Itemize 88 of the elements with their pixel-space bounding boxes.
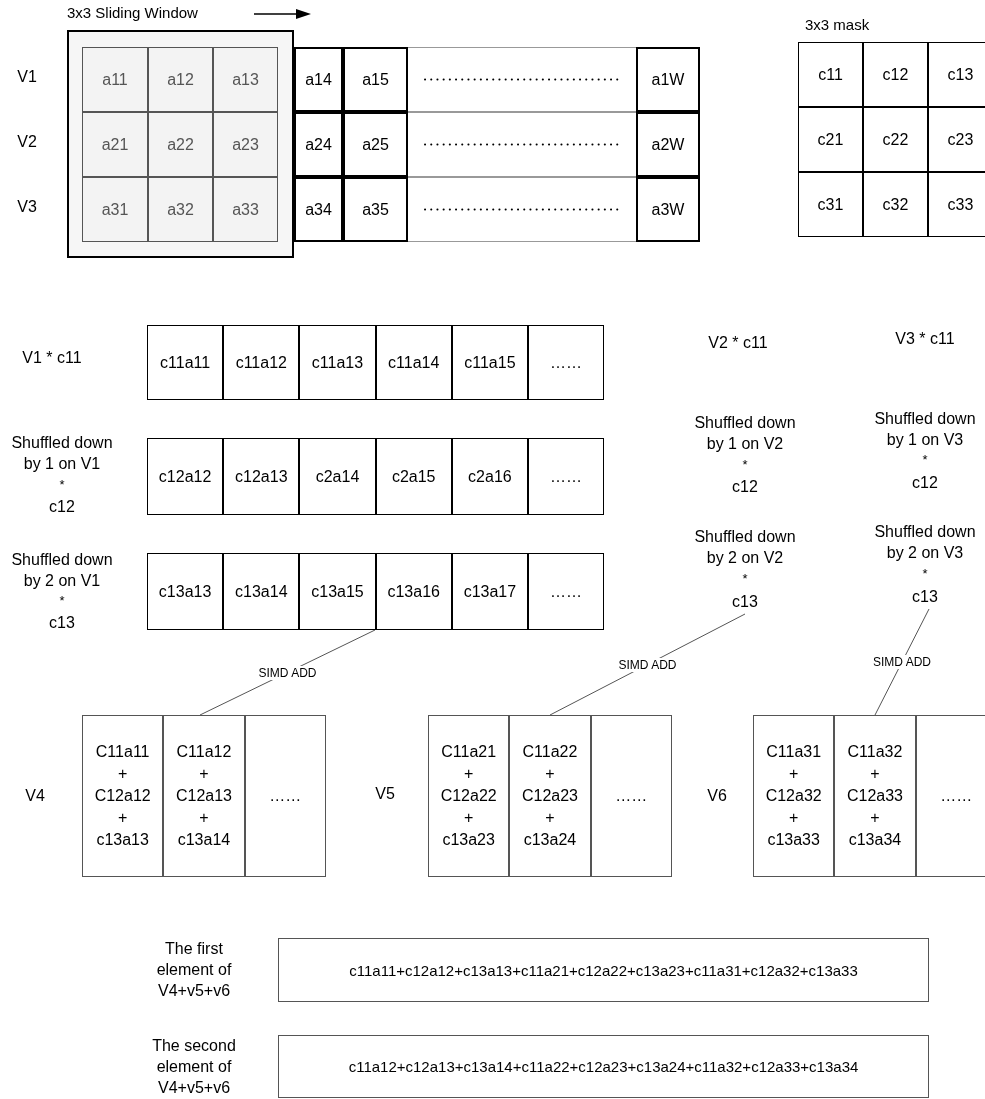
- operation-text: Shuffled down by 1 on V1: [10, 433, 114, 474]
- operation-text: c12: [911, 473, 939, 493]
- vector-row: [147, 553, 604, 630]
- vector-label: V3: [16, 197, 38, 217]
- operation-text: V2 * c11: [707, 333, 769, 353]
- matrix-cell: a25: [343, 112, 408, 177]
- product-cell: c2a14: [299, 438, 376, 515]
- sum-cell: C11a32 + C12a33 + c13a34: [834, 715, 916, 877]
- result-box: c11a11+c12a12+c13a13+c11a21+c12a22+c13a23+c11a31+c12a32+c13a33: [278, 938, 929, 1002]
- vector-label: V1: [16, 67, 38, 87]
- matrix-cell: a3W: [636, 177, 700, 242]
- mask-cell: c31: [798, 172, 863, 237]
- vector-row: [147, 325, 604, 400]
- operation-text: V1 * c11: [21, 348, 83, 368]
- vector-label: V4: [24, 786, 46, 806]
- product-cell: ……: [528, 553, 605, 630]
- operation-text: c13: [48, 613, 76, 633]
- matrix-cell: a12: [148, 47, 213, 112]
- operation-text: The first element of V4+v5+v6: [155, 939, 233, 1001]
- multiply-sign: *: [741, 456, 749, 474]
- product-cell: c12a12: [147, 438, 224, 515]
- vector-label: V6: [706, 786, 728, 806]
- mask-cell: c13: [928, 42, 985, 107]
- product-cell: c11a11: [147, 325, 224, 400]
- operation-text: c12: [48, 497, 76, 517]
- mask-cell: c21: [798, 107, 863, 172]
- operation-text: Shuffled down by 1 on V2: [693, 413, 797, 454]
- edge-label: SIMD ADD: [616, 657, 679, 672]
- product-cell: c13a17: [451, 553, 528, 630]
- matrix-cell: a22: [148, 112, 213, 177]
- matrix-cell: a23: [213, 112, 278, 177]
- matrix-cell: a33: [213, 177, 278, 242]
- product-cell: c13a13: [147, 553, 224, 630]
- matrix-cell: a1W: [636, 47, 700, 112]
- vector-label: V2: [16, 132, 38, 152]
- product-cell: c11a15: [451, 325, 528, 400]
- operation-text: c13: [732, 592, 758, 612]
- operation-text: The second element of V4+v5+v6: [151, 1036, 237, 1098]
- multiply-sign: *: [58, 476, 66, 494]
- product-cell: c2a16: [451, 438, 528, 515]
- matrix-cell: a32: [148, 177, 213, 242]
- mask-cell: c12: [863, 42, 928, 107]
- matrix-cell: a31: [82, 177, 148, 242]
- product-cell: c12a13: [223, 438, 300, 515]
- matrix-cell: a35: [343, 177, 408, 242]
- matrix-cell: a2W: [636, 112, 700, 177]
- mask-cell: c33: [928, 172, 985, 237]
- matrix-cell: a11: [82, 47, 148, 112]
- edge-label: SIMD ADD: [256, 665, 319, 680]
- product-cell: c13a15: [299, 553, 376, 630]
- mask-cell: c32: [863, 172, 928, 237]
- mask-cell: c22: [863, 107, 928, 172]
- matrix-cell: a15: [343, 47, 408, 112]
- matrix-cell: a34: [294, 177, 343, 242]
- operation-text: Shuffled down by 2 on V2: [693, 527, 797, 568]
- product-cell: c11a14: [375, 325, 452, 400]
- matrix-cell: a21: [82, 112, 148, 177]
- matrix-cell: a24: [294, 112, 343, 177]
- matrix-cell: a13: [213, 47, 278, 112]
- operation-text: Shuffled down by 1 on V3: [873, 409, 977, 450]
- mask-cell: c23: [928, 107, 985, 172]
- multiply-sign: *: [58, 592, 66, 610]
- matrix-cell: a14: [294, 47, 343, 112]
- product-cell: c13a16: [375, 553, 452, 630]
- vector-row: [147, 438, 604, 515]
- operation-text: c13: [912, 587, 938, 607]
- heading: 3x3 Sliding Window: [67, 4, 198, 21]
- leader-line: [874, 608, 930, 716]
- product-cell: ……: [528, 438, 605, 515]
- product-cell: ……: [528, 325, 605, 400]
- multiply-sign: *: [921, 451, 929, 469]
- operation-text: Shuffled down by 2 on V1: [10, 550, 114, 591]
- edge-label: SIMD ADD: [871, 655, 933, 669]
- multiply-sign: *: [742, 570, 748, 588]
- multiply-sign: *: [922, 565, 928, 583]
- product-cell: c2a15: [375, 438, 452, 515]
- operation-text: Shuffled down by 2 on V3: [873, 522, 977, 563]
- sum-cell: C11a12 + C12a13 + c13a14: [163, 715, 245, 877]
- mask-cell: c11: [798, 42, 863, 107]
- heading: 3x3 mask: [805, 16, 870, 33]
- product-cell: c11a13: [299, 325, 376, 400]
- vector-label: V5: [374, 784, 396, 804]
- product-cell: c11a12: [223, 325, 300, 400]
- product-cell: c13a14: [223, 553, 300, 630]
- result-box: c11a12+c12a13+c13a14+c11a22+c12a23+c13a24+c11a32+c12a33+c13a34: [278, 1035, 929, 1098]
- operation-text: V3 * c11: [894, 329, 956, 349]
- sum-cell: C11a22 + C12a23 + c13a24: [509, 715, 591, 877]
- operation-text: c12: [731, 477, 759, 497]
